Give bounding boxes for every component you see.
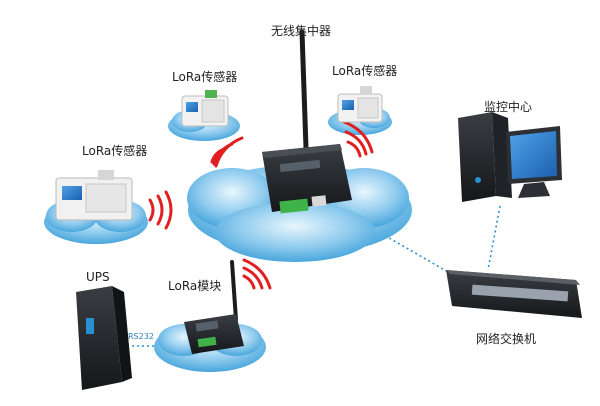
ups-device xyxy=(76,286,132,390)
sensor-top-right-device xyxy=(337,86,383,123)
network-switch-device xyxy=(446,270,582,318)
concentrator-device xyxy=(262,29,352,214)
wave-concentrator-right xyxy=(342,120,374,158)
wave-sensor-left xyxy=(148,190,173,230)
network-switch-label: 网络交换机 xyxy=(476,332,537,346)
sensor-left-device xyxy=(55,170,133,221)
switch-ports xyxy=(471,284,569,302)
rs232-label: RS232 xyxy=(128,332,154,341)
sensor-top-left-device xyxy=(181,90,229,127)
lora-module-device xyxy=(184,260,244,354)
concentrator-terminals xyxy=(279,195,327,214)
wireless-waves xyxy=(148,120,374,290)
concentrator-antenna xyxy=(299,29,309,151)
sensor-top-right-label: LoRa传感器 xyxy=(332,64,398,78)
monitor-center-computer xyxy=(458,112,562,202)
link-switch-to-monitor xyxy=(487,205,501,271)
sensor-top-left-label: LoRa传感器 xyxy=(172,70,238,84)
lora-module-antenna xyxy=(230,260,238,322)
wave-lora-module xyxy=(242,258,272,290)
wave-concentrator-left xyxy=(210,136,244,168)
lora-module-label: LoRa模块 xyxy=(168,279,222,293)
concentrator-label: 无线集中器 xyxy=(271,24,332,38)
monitor-center-label: 监控中心 xyxy=(484,100,533,114)
sensor-left-label: LoRa传感器 xyxy=(82,144,148,158)
ups-label: UPS xyxy=(86,270,110,284)
